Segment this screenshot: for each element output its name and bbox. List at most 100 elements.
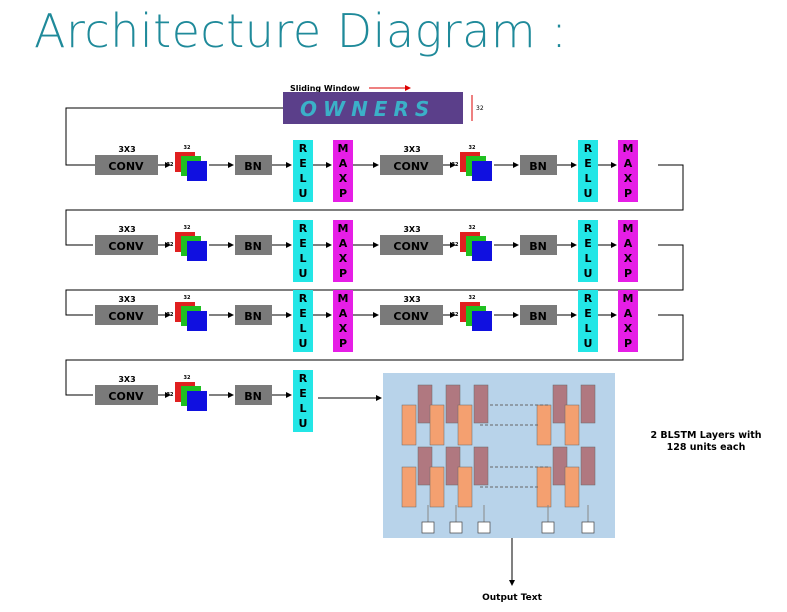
maxp-letter: X	[339, 252, 348, 265]
maxp-letter: A	[339, 307, 348, 320]
maxp-letter: P	[339, 337, 347, 350]
lstm-forward-cell	[417, 384, 433, 424]
relu-letter: U	[299, 337, 308, 350]
bn-box	[235, 305, 272, 325]
conv-label: CONV	[393, 310, 429, 323]
relu-box	[578, 220, 598, 282]
lstm-backward-cell	[401, 404, 417, 446]
feature-map-blue	[472, 311, 492, 331]
relu-letter: E	[299, 387, 307, 400]
relu-letter: R	[299, 372, 308, 385]
relu-letter: R	[584, 292, 593, 305]
conv-label: CONV	[108, 160, 144, 173]
feature-dim-label: 32	[167, 162, 174, 168]
lstm-backward-cell	[401, 466, 417, 508]
relu-letter: U	[299, 187, 308, 200]
relu-box	[293, 140, 313, 202]
feature-dim-label: 32	[452, 242, 459, 248]
conv-box	[95, 305, 158, 325]
blstm-cells	[401, 384, 596, 534]
conv-kernel-label: 3X3	[403, 145, 420, 154]
relu-letter: U	[584, 267, 593, 280]
maxp-letter: X	[339, 322, 348, 335]
maxp-letter: A	[339, 237, 348, 250]
lstm-forward-cell	[417, 446, 433, 486]
output-node	[421, 521, 435, 534]
output-node	[541, 521, 555, 534]
conv-box	[95, 385, 158, 405]
maxp-letter: X	[624, 252, 633, 265]
input-word-text: OWNERS	[300, 97, 435, 121]
feature-map-blue	[472, 241, 492, 261]
maxp-box	[618, 140, 638, 202]
bn-box	[235, 235, 272, 255]
relu-letter: L	[299, 402, 306, 415]
blstm-label-line1: 2 BLSTM Layers with	[650, 430, 761, 441]
maxp-letter: P	[624, 187, 632, 200]
conv-kernel-label: 3X3	[403, 295, 420, 304]
input-height-label: 32	[476, 105, 484, 112]
relu-box	[293, 370, 313, 432]
conv-label: CONV	[393, 240, 429, 253]
feature-map-blue	[187, 311, 207, 331]
feature-dim-label: 32	[452, 312, 459, 318]
feature-dim-label: 32	[469, 225, 476, 231]
conv-label: CONV	[108, 390, 144, 403]
relu-letter: U	[299, 417, 308, 430]
feature-map-blue	[187, 241, 207, 261]
maxp-box	[333, 290, 353, 352]
maxp-letter: P	[339, 267, 347, 280]
feature-dim-label: 32	[184, 375, 191, 381]
row-connector	[65, 244, 684, 316]
blstm-label-line2: 128 units each	[667, 442, 746, 453]
input-word-image	[283, 92, 463, 124]
conv-kernel-label: 3X3	[118, 225, 135, 234]
maxp-letter: P	[624, 337, 632, 350]
relu-letter: L	[584, 172, 591, 185]
relu-letter: L	[584, 252, 591, 265]
lstm-forward-cell	[552, 446, 568, 486]
maxp-letter: A	[624, 157, 633, 170]
lstm-forward-cell	[473, 384, 489, 424]
bn-label: BN	[529, 160, 547, 173]
conv-box	[380, 155, 443, 175]
relu-letter: R	[584, 142, 593, 155]
relu-letter: E	[299, 157, 307, 170]
maxp-box	[333, 140, 353, 202]
relu-letter: L	[299, 172, 306, 185]
relu-letter: L	[584, 322, 591, 335]
sliding-window-label: Sliding Window	[290, 84, 360, 93]
bn-label: BN	[244, 390, 262, 403]
relu-letter: U	[584, 337, 593, 350]
bn-label: BN	[244, 240, 262, 253]
maxp-letter: M	[338, 292, 349, 305]
lstm-backward-cell	[536, 404, 552, 446]
lstm-backward-cell	[429, 466, 445, 508]
lstm-backward-cell	[457, 404, 473, 446]
conv-box	[95, 155, 158, 175]
relu-letter: R	[299, 222, 308, 235]
row-connector	[65, 314, 684, 396]
output-text-label: Output Text	[482, 593, 542, 603]
feature-map-blue	[187, 161, 207, 181]
feature-map-blue	[187, 391, 207, 411]
maxp-letter: M	[338, 142, 349, 155]
lstm-backward-cell	[564, 466, 580, 508]
relu-letter: E	[584, 307, 592, 320]
conv-label: CONV	[108, 240, 144, 253]
relu-letter: L	[299, 322, 306, 335]
feature-dim-label: 32	[452, 162, 459, 168]
bn-label: BN	[244, 310, 262, 323]
conv-kernel-label: 3X3	[118, 375, 135, 384]
conv-kernel-label: 3X3	[118, 295, 135, 304]
maxp-letter: P	[624, 267, 632, 280]
conv-box	[380, 235, 443, 255]
output-node	[477, 521, 491, 534]
maxp-letter: M	[623, 222, 634, 235]
maxp-letter: M	[623, 292, 634, 305]
maxp-letter: X	[624, 172, 633, 185]
